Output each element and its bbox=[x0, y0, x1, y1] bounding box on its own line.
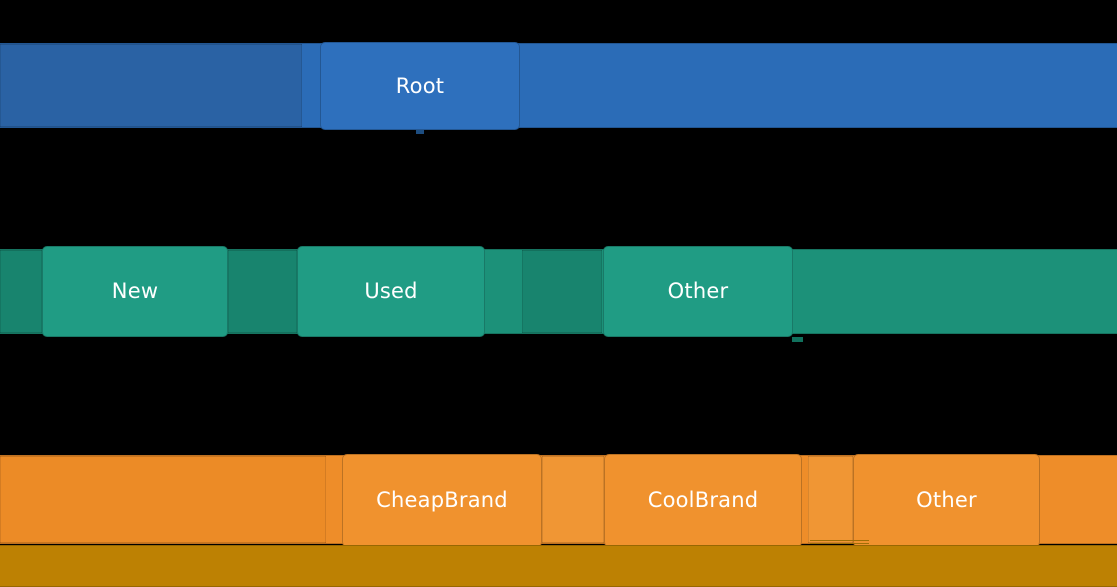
node-label-root: Root bbox=[395, 73, 445, 98]
node-label-other-brand: Other bbox=[916, 488, 977, 512]
connector-notch-root bbox=[416, 130, 424, 134]
hidden-sector-edge-lines bbox=[810, 540, 869, 544]
sector-segment-condition-sector-a bbox=[0, 250, 42, 333]
node-label-used: Used bbox=[364, 279, 418, 303]
sector-segment-brand-sector-right bbox=[808, 456, 853, 543]
clipped-level-strip bbox=[0, 545, 1117, 587]
sector-segment-brand-sector-left bbox=[0, 456, 326, 543]
node-label-coolbrand: CoolBrand bbox=[647, 488, 759, 512]
connector-notch-other-condition bbox=[792, 337, 803, 342]
node-coolbrand[interactable]: CoolBrand bbox=[604, 454, 802, 547]
node-label-new: New bbox=[111, 279, 159, 303]
node-new[interactable]: New bbox=[42, 246, 228, 337]
sector-segment-condition-sector-c bbox=[522, 250, 602, 333]
node-cheapbrand[interactable]: CheapBrand bbox=[342, 454, 542, 547]
node-other-brand[interactable]: Other bbox=[853, 454, 1040, 547]
sector-segment-root-left-sector bbox=[0, 44, 302, 127]
node-label-other-condition: Other bbox=[667, 279, 729, 303]
node-label-cheapbrand: CheapBrand bbox=[376, 488, 508, 512]
sector-segment-condition-sector-b bbox=[228, 250, 297, 333]
node-used[interactable]: Used bbox=[297, 246, 485, 337]
node-other-condition[interactable]: Other bbox=[603, 246, 793, 337]
node-root[interactable]: Root bbox=[320, 42, 520, 130]
sector-segment-brand-sector-mid bbox=[542, 456, 604, 543]
